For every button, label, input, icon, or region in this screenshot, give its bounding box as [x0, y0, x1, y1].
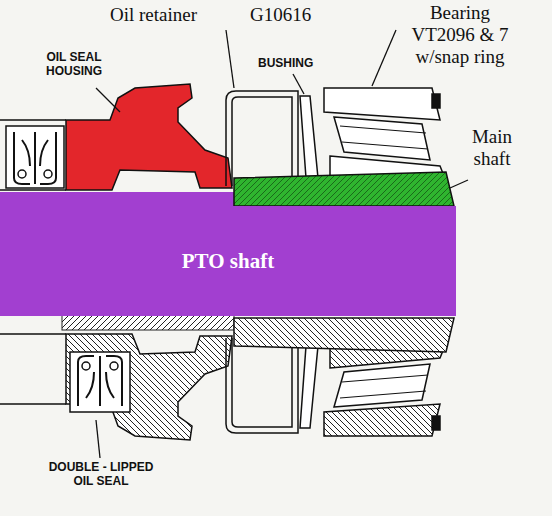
leader-line — [372, 30, 396, 86]
leader-line — [293, 74, 304, 94]
main-shaft — [234, 172, 454, 206]
lower-section — [0, 318, 454, 440]
bearing-roller — [334, 117, 430, 160]
part-label: Oil retainer — [110, 4, 226, 26]
leader-line — [450, 180, 468, 188]
part-label: OIL SEAL HOUSING — [28, 50, 120, 78]
part-label: BUSHING — [258, 56, 328, 70]
bearing-cup — [324, 88, 440, 120]
snap-ring — [432, 94, 440, 108]
pto-shaft-spline — [62, 314, 234, 330]
part-name: PTO shaft — [182, 249, 274, 274]
leader-line — [96, 88, 120, 112]
part-label: DOUBLE - LIPPED OIL SEAL — [38, 460, 164, 488]
oil-retainer — [226, 91, 298, 186]
main-shaft — [234, 318, 454, 352]
oil-seal-housing — [66, 334, 232, 440]
shaft-band: PTO shaft — [0, 206, 456, 316]
upper-section — [0, 84, 454, 206]
oil-seal — [6, 126, 64, 188]
part-label: G10616 — [250, 4, 340, 26]
part-label: Bearing VT2096 & 7 w/snap ring — [400, 2, 520, 68]
bushing — [300, 96, 318, 178]
leader-line — [96, 420, 100, 458]
leader-line — [226, 30, 234, 88]
part-label: Main shaft — [460, 126, 524, 170]
oil-seal — [70, 352, 130, 412]
oil-seal-housing — [66, 84, 232, 190]
